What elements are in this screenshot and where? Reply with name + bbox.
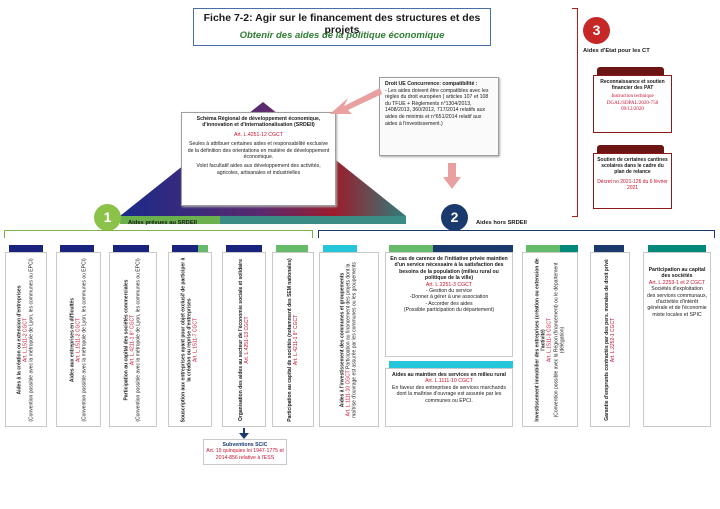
page-subtitle: Obtenir des aides de la politique économ… (239, 30, 445, 41)
col2-tab-6 (648, 245, 706, 254)
aide-difficulte-heading: Aides aux entreprises en difficultés (69, 297, 76, 382)
section-3-box-2-tab (597, 145, 664, 155)
maintien-note: En faveur des entreprises de services ma… (392, 384, 506, 404)
carence-item-2: -Donner à gérer à une association (409, 294, 489, 301)
scic-box: Subventions SCIC Art. 19 quinquies loi 1… (203, 439, 287, 465)
col2-tab-3 (389, 361, 513, 370)
aide-creation-text: Aides à la création ou extension d'entre… (17, 255, 36, 425)
section-3-bracket (572, 8, 578, 217)
col1-tab-5 (226, 245, 262, 254)
carence-item-1: - Gestion du service (425, 288, 473, 295)
immobilier-heading: Investissement immobilier des entreprise… (534, 257, 547, 422)
cantines-heading: Soutien de certaines cantines scolaires … (597, 157, 668, 176)
ess-text: Organisation des aides au secteur de l'é… (238, 255, 250, 425)
section-3-box-1-tab (597, 67, 664, 77)
participation-commerciales-note: (Convention possible avec la métropole d… (136, 257, 143, 422)
ue-heading: Droit UE Concurrence: compatibilité : (385, 81, 478, 87)
aide-creation-box: Aides à la création ou extension d'entre… (5, 252, 47, 427)
immobilier-box: Investissement immobilier des entreprise… (522, 252, 578, 427)
ess-ref: Art. L.4251-13 CGCT (244, 315, 250, 364)
section-3-box-2: Soutien de certaines cantines scolaires … (593, 153, 672, 209)
section-2-label: Aides hors SRDEII (476, 220, 527, 226)
section-2-bracket (318, 230, 715, 238)
page-title: Fiche 7-2: Agir sur le financement des s… (203, 12, 481, 36)
col2-tab-4 (526, 245, 578, 254)
carence-box: En cas de carence de l'initiative privée… (385, 252, 513, 357)
garantie-ref: Art. L.2252-1 CGCT (610, 317, 616, 362)
souscription-ref: Art. L.1511-7 CGCT (193, 317, 200, 362)
title-box: Fiche 7-2: Agir sur le financement des s… (193, 8, 491, 46)
souscription-text: Souscription aux entreprises ayant pour … (181, 255, 200, 425)
immobilier-note: (Convention possible avec la Région (fin… (553, 262, 566, 417)
invest-communes-text: Aides à l'investissement des communes et… (340, 255, 359, 425)
arrow-ue-to-srdeii-icon (330, 88, 382, 114)
arrow-down-hors-icon (443, 163, 461, 189)
carence-item-3: - Accorder des aides (425, 300, 473, 307)
carence-heading: En cas de carence de l'initiative privée… (390, 256, 508, 282)
section-1-label: Aides prévues au SRDEII (128, 220, 197, 226)
col1-tab-2 (60, 245, 94, 254)
section-3-box-1: Reconnaissance et soutien financier des … (593, 75, 672, 133)
srdeii-ref: Art. L.4251-12 CGCT (233, 131, 283, 138)
col2-tab-5 (594, 245, 624, 254)
capital-ref: Art. L.2253-1 et 2 CGCT (648, 279, 706, 286)
immobilier-text: Investissement immobilier des entreprise… (534, 255, 565, 425)
invest-communes-box: Aides à l'investissement des communes et… (319, 252, 379, 427)
scic-arrow-line (243, 428, 245, 434)
capital-box: Participation au capital des sociétés Ar… (643, 252, 711, 427)
ue-compatibility-box: Droit UE Concurrence: compatibilité : - … (379, 77, 499, 156)
carence-item-4: (Possible participation du département) (403, 307, 495, 314)
pat-heading: Reconnaissance et soutien financier des … (600, 79, 665, 92)
section-1-bracket (4, 230, 313, 238)
aide-difficulte-text: Aides aux entreprises en difficultés Art… (69, 255, 88, 425)
capital-note: Sociétés d'exploitation des services com… (647, 286, 707, 318)
scic-ref: Art. 19 quinquies loi 1947-1775 et 2014-… (206, 448, 284, 461)
carence-ref: Art. L.2251-3 CGCT (425, 281, 473, 288)
srdeii-paragraph-2: Volet facultatif aides aux développement… (196, 163, 321, 176)
participation-sem-text: Participation au capital de sociétés (no… (287, 255, 299, 425)
participation-sem-box: Participation au capital de sociétés (no… (272, 252, 314, 427)
maintien-box: Aides au maintien des services en milieu… (385, 368, 513, 427)
col1-tab-4b (198, 245, 208, 254)
aide-difficulte-note: (Convention possible avec la métropole d… (81, 257, 88, 422)
srdeii-paragraph-1: Seules à attribuer certaines aides et re… (187, 141, 330, 161)
aide-creation-note: (Convention possible avec la métropole d… (29, 257, 36, 422)
section-3-number: 3 (583, 17, 610, 44)
souscription-box: Souscription aux entreprises ayant pour … (168, 252, 212, 427)
participation-commerciales-box: Participation au capital des sociétés co… (109, 252, 157, 427)
col1-tab-4 (172, 245, 198, 254)
participation-commerciales-text: Participation au capital des sociétés co… (124, 255, 143, 425)
aide-difficulte-ref: Art. L.1511-2 CGCT (75, 317, 82, 362)
invest-communes-ref: Art. L.1111-10 CGCT (345, 369, 352, 416)
col2-tab-4b (560, 245, 578, 254)
section-2-number: 2 (441, 204, 468, 231)
section-1-number: 1 (94, 204, 121, 231)
col1-tab-6 (276, 245, 308, 254)
scic-heading: Subventions SCIC (222, 442, 268, 448)
scic-arrow-icon (239, 433, 249, 439)
garantie-box: Garantie d'emprunts contractés par des p… (590, 252, 630, 427)
souscription-heading: Souscription aux entreprises ayant pour … (180, 257, 193, 422)
maintien-ref: Art. L.1111-10 CGCT (425, 378, 473, 385)
pat-ref: Instruction technique DGAL/SDPAL/2020-75… (606, 94, 659, 112)
capital-heading: Participation au capital des sociétés (648, 267, 706, 280)
col2-tab-2b (433, 245, 513, 254)
garantie-text: Garantie d'emprunts contractés par des p… (604, 255, 616, 425)
cantines-ref: Décret no 2021-126 du 6 février 2021 (597, 178, 668, 191)
srdeii-heading: Schéma Régional de développement économi… (196, 116, 321, 129)
ue-body: - Les aides doivent être compatibles ave… (385, 87, 489, 127)
participation-sem-ref: Art. L.4211-1 8° CGCT (293, 314, 299, 365)
srdeii-box: Schéma Régional de développement économi… (181, 112, 336, 206)
col1-tab-3 (113, 245, 149, 254)
col2-tab-2 (389, 245, 433, 254)
aide-difficulte-box: Aides aux entreprises en difficultés Art… (56, 252, 101, 427)
section-3-label: Aides d'Etat pour les CT (583, 48, 650, 54)
maintien-heading: Aides au maintien des services en milieu… (392, 372, 506, 378)
col2-tab-1 (323, 245, 357, 254)
ess-box: Organisation des aides au secteur de l'é… (222, 252, 266, 427)
col1-tab-1 (9, 245, 43, 254)
